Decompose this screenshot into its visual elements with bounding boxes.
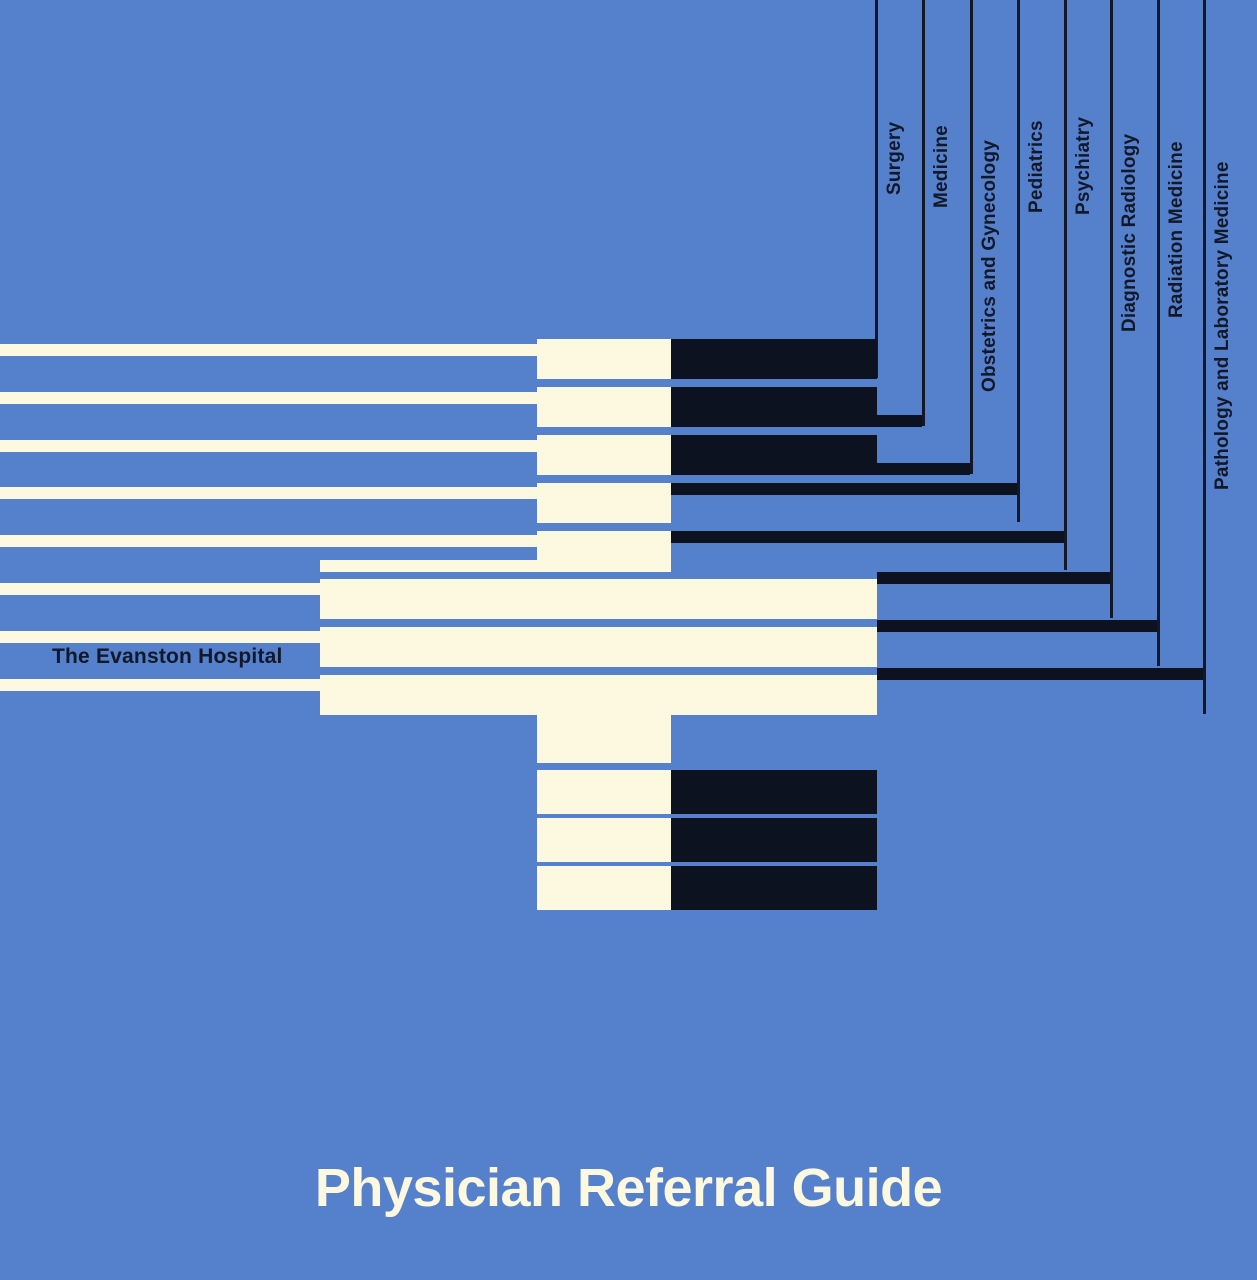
department-label-3: Pediatrics [1026,120,1047,213]
row-7-thin-left [0,631,320,643]
department-label-7: Pathology and Laboratory Medicine [1212,161,1233,490]
department-rule-0 [875,0,878,378]
row-11-black [671,818,877,862]
row-3-leader [671,463,970,475]
row-6-thin-left [0,583,320,595]
row-4-thin-left [0,487,537,499]
row-11-cream [537,818,671,862]
row-5-leader [671,531,1064,543]
row-1-thin-left [0,344,537,356]
row-6-thick-cream [320,579,877,619]
row-4-thick-cream [537,483,671,523]
row-12-cream [537,866,671,910]
department-label-2: Obstetrics and Gynecology [979,139,1000,392]
row-8-thin-left [0,679,320,691]
row-5-thin-left [0,535,537,547]
department-label-5: Diagnostic Radiology [1119,133,1140,332]
department-rule-4 [1064,0,1067,570]
department-label-6: Radiation Medicine [1166,141,1187,318]
department-rule-6 [1157,0,1160,666]
row-7-thick-cream [320,627,877,667]
row-1-thick-cream [537,339,671,379]
row-10-black [671,770,877,814]
department-rule-1 [922,0,925,426]
row-2-leader [671,415,922,427]
row-12-black [671,866,877,910]
row-6-leader [877,572,1110,584]
department-rule-2 [970,0,973,474]
department-label-4: Psychiatry [1073,116,1094,215]
department-label-1: Medicine [931,125,952,208]
department-rule-5 [1110,0,1113,618]
row-9-cream [537,715,671,763]
row-7-leader [877,620,1157,632]
row-4-leader [671,483,1017,495]
department-label-0: Surgery [884,121,905,195]
row-1-thick-black [671,339,877,379]
row-2-thin-left [0,392,537,404]
row-3-thick-cream [537,435,671,475]
row-8-thick-cream [320,675,877,715]
row-2-thick-cream [537,387,671,427]
row-10-cream [537,770,671,814]
department-rule-7 [1203,0,1206,714]
row-6-mid-cream [320,560,671,572]
department-rule-3 [1017,0,1020,522]
row-8-leader [877,668,1203,680]
row-3-thin-left [0,440,537,452]
hospital-name: The Evanston Hospital [52,645,283,668]
page-title: Physician Referral Guide [314,1158,943,1218]
